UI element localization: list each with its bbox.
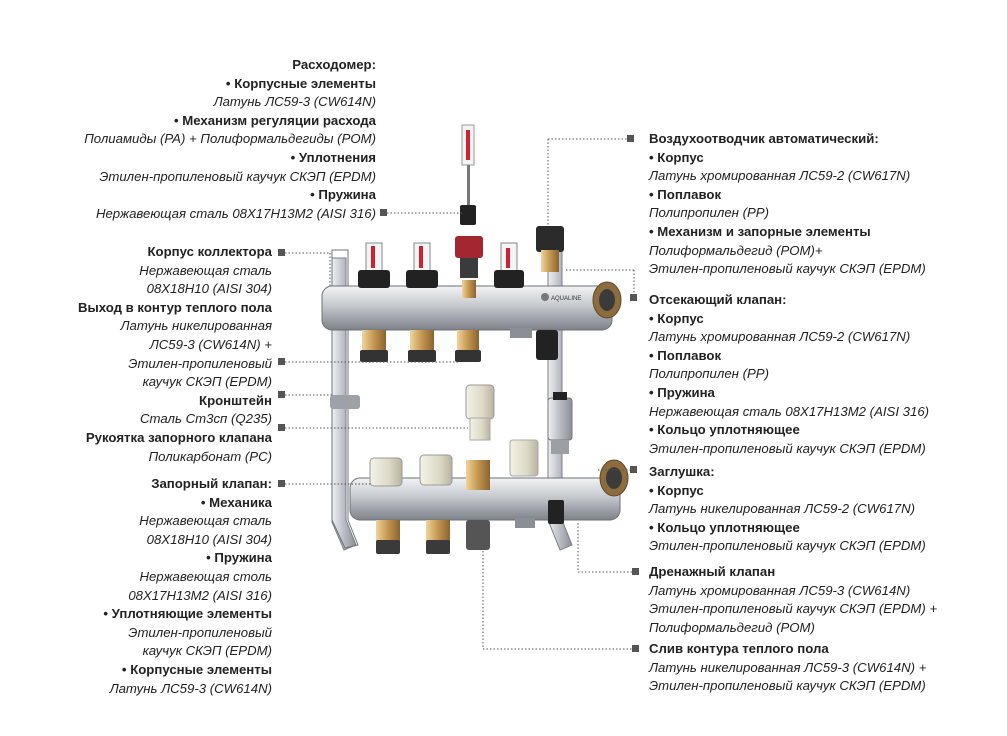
- air-vent-heading: • Поплавок: [649, 186, 722, 202]
- upper-outputs: [455, 328, 532, 362]
- shutoff-valve-material: 08Х17Н13М2 (AISI 316): [128, 587, 272, 603]
- cutoff-valve-material: Латунь хромированная ЛС59-2 (CW617N): [649, 329, 911, 345]
- air-vent-heading: Воздухоотводчик автоматический:: [649, 131, 879, 146]
- shutoff-valve-material: Нержавеющая столь: [139, 568, 272, 584]
- manifold-body-heading: Корпус коллектора: [147, 244, 272, 259]
- cutoff-valve-heading: • Корпус: [649, 310, 704, 326]
- manifold-body-heading: Выход в контур теплого пола: [77, 299, 272, 315]
- shutoff-valve-material: Этилен-пропиленовый: [128, 624, 272, 640]
- plug-material: Латунь никелированная ЛС59-2 (CW617N): [649, 501, 916, 517]
- flowmeter-material: Полиамиды (PA) + Полиформальдегиды (POM): [84, 131, 376, 147]
- drain-valve-material: Этилен-пропиленовый каучук СКЭП (EPDM) +: [649, 601, 938, 617]
- cutoff-valve-material: Полипропилен (PP): [649, 366, 769, 382]
- cutoff-valve-material: Этилен-пропиленовый каучук СКЭП (EPDM): [649, 440, 926, 456]
- flowmeter-heading: • Уплотнения: [290, 149, 376, 165]
- air-vent-material: Полипропилен (PP): [649, 205, 769, 221]
- shutoff-valve-heading: Запорный клапан:: [151, 476, 272, 491]
- air-vent-heading: • Корпус: [649, 149, 704, 165]
- air-vent-material: Полиформальдегид (POM)+: [649, 242, 823, 258]
- drain-circuit-material: Этилен-пропиленовый каучук СКЭП (EPDM): [649, 678, 926, 694]
- drain-valve-heading: Дренажный клапан: [649, 564, 776, 579]
- air-vent-upper: [536, 226, 564, 360]
- lower-manifold: [349, 454, 629, 554]
- manifold-body-material: Поликарбонат (PC): [148, 448, 272, 464]
- plug-heading: • Корпус: [649, 482, 704, 498]
- cutoff-valve-heading: • Кольцо уплотняющее: [649, 422, 800, 438]
- shutoff-valve-heading: • Пружина: [206, 550, 272, 566]
- brand-mark: AQUALINE: [551, 296, 581, 302]
- flowmeter-material: Нержавеющая сталь 08Х17Н13М2 (AISI 316): [95, 205, 376, 221]
- air-vent-material: Латунь хромированная ЛС59-2 (CW617N): [649, 168, 911, 184]
- shutoff-valve-heading: • Уплотняющие элементы: [103, 606, 272, 622]
- shutoff-valve-material: Латунь ЛС59-3 (CW614N): [109, 680, 272, 696]
- manifold-body-material: 08Х18Н10 (AISI 304): [146, 281, 272, 297]
- air-vent-material: Этилен-пропиленовый каучук СКЭП (EPDM): [649, 261, 926, 277]
- flowmeter-material: Этилен-пропиленовый каучук СКЭП (EPDM): [99, 168, 376, 184]
- flowmeter-heading: • Механизм регуляции расхода: [173, 112, 376, 128]
- manifold-body-material: Нержавеющая сталь: [139, 262, 272, 278]
- manifold-body-material: Латунь никелированная: [120, 318, 273, 334]
- flowmeter-heading: • Корпусные элементы: [225, 75, 376, 91]
- manifold-body-material: Этилен-пропиленовый: [128, 355, 272, 371]
- manifold-body-material: Сталь Ст3сп (Q235): [140, 411, 272, 427]
- drain-circuit-material: Латунь никелированная ЛС59-3 (CW614N) +: [649, 659, 927, 675]
- air-vent-heading: • Механизм и запорные элементы: [649, 223, 871, 239]
- manifold-body-material: каучук СКЭП (EPDM): [142, 374, 272, 390]
- upper-manifold: AQUALINE: [321, 281, 622, 331]
- flowmeter-heading: Расходомер:: [292, 57, 376, 72]
- cutoff-valve-heading: • Поплавок: [649, 347, 722, 363]
- shutoff-handle: [465, 384, 539, 477]
- plug-heading: • Кольцо уплотняющее: [649, 519, 800, 535]
- shutoff-valve-material: Нержавеющая сталь: [139, 513, 272, 529]
- cutoff-valve-heading: • Пружина: [649, 384, 715, 400]
- drain-circuit-heading: Слив контура теплого пола: [649, 641, 829, 656]
- shutoff-valve-material: 08Х18Н10 (AISI 304): [146, 531, 272, 547]
- plug-material: Этилен-пропиленовый каучук СКЭП (EPDM): [649, 538, 926, 554]
- shutoff-valve-heading: • Механика: [200, 494, 272, 510]
- drain-valve-material: Полиформальдегид (POM): [649, 619, 815, 635]
- drain-valve-material: Латунь хромированная ЛС59-3 (CW614N): [649, 582, 911, 598]
- manifold-body-heading: Кронштейн: [199, 392, 272, 408]
- shutoff-valve-material: каучук СКЭП (EPDM): [142, 643, 272, 659]
- manifold-body-material: ЛС59-3 (CW614N) +: [149, 336, 272, 352]
- shutoff-valve-heading: • Корпусные элементы: [121, 661, 272, 677]
- flowmeter-heading: • Пружина: [310, 187, 376, 203]
- manifold-body-heading: Рукоятка запорного клапана: [85, 429, 272, 445]
- cutoff-valve-art: [547, 392, 573, 454]
- flowmeters: [358, 124, 524, 362]
- plug-heading: Заглушка:: [649, 464, 715, 479]
- cutoff-valve-material: Нержавеющая сталь 08Х17Н13М2 (AISI 316): [649, 403, 930, 419]
- cutoff-valve-heading: Отсекающий клапан:: [649, 292, 787, 307]
- flowmeter-material: Латунь ЛС59-3 (CW614N): [213, 94, 376, 110]
